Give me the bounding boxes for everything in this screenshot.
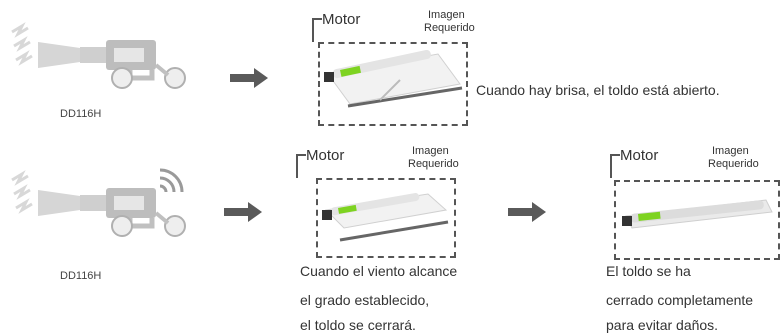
arrow-right-icon — [224, 202, 262, 222]
image-note-line2: Requerido — [408, 158, 459, 170]
awning-open-illustration — [324, 49, 463, 108]
motor-bracket — [610, 154, 620, 178]
motor-label: Motor — [322, 11, 361, 28]
wind-sensor-illustration — [11, 168, 186, 237]
awning-image-box — [318, 42, 468, 126]
motor-label: Motor — [620, 147, 659, 164]
image-note-line2: Requerido — [708, 158, 759, 170]
caption-open: Cuando hay brisa, el toldo está abierto. — [476, 82, 720, 98]
caption-line: el toldo se cerrará. — [300, 317, 416, 333]
awning-closing-illustration — [322, 193, 449, 242]
caption-line: para evitar daños. — [606, 317, 719, 333]
image-note-line1: Imagen — [428, 9, 465, 21]
image-note-line1: Imagen — [712, 145, 749, 157]
caption-line: cerrado completamente — [606, 292, 754, 308]
arrow-right-icon — [508, 202, 546, 222]
arrow-right-icon — [230, 68, 268, 88]
awning-image-box — [614, 180, 780, 260]
wind-lines-icon — [11, 22, 33, 66]
awning-image-box — [316, 178, 456, 258]
caption-line: Cuando el viento alcance — [300, 263, 458, 279]
awning-closed-illustration — [622, 199, 773, 229]
caption-line: el grado establecido, — [300, 292, 430, 308]
motor-bracket — [312, 18, 322, 42]
wind-sensor-illustration — [11, 22, 186, 89]
device-model-label: DD116H — [60, 108, 102, 120]
motor-bracket — [296, 154, 306, 178]
caption-line: El toldo se ha — [606, 263, 691, 279]
motor-label: Motor — [306, 147, 345, 164]
wireless-signal-icon — [159, 168, 184, 193]
wind-lines-icon — [11, 170, 33, 214]
sensor-device-row1 — [10, 20, 195, 100]
image-note-line2: Requerido — [424, 22, 475, 34]
image-note-line1: Imagen — [412, 145, 449, 157]
device-model-label: DD116H — [60, 270, 102, 282]
sensor-device-row2 — [10, 168, 195, 248]
